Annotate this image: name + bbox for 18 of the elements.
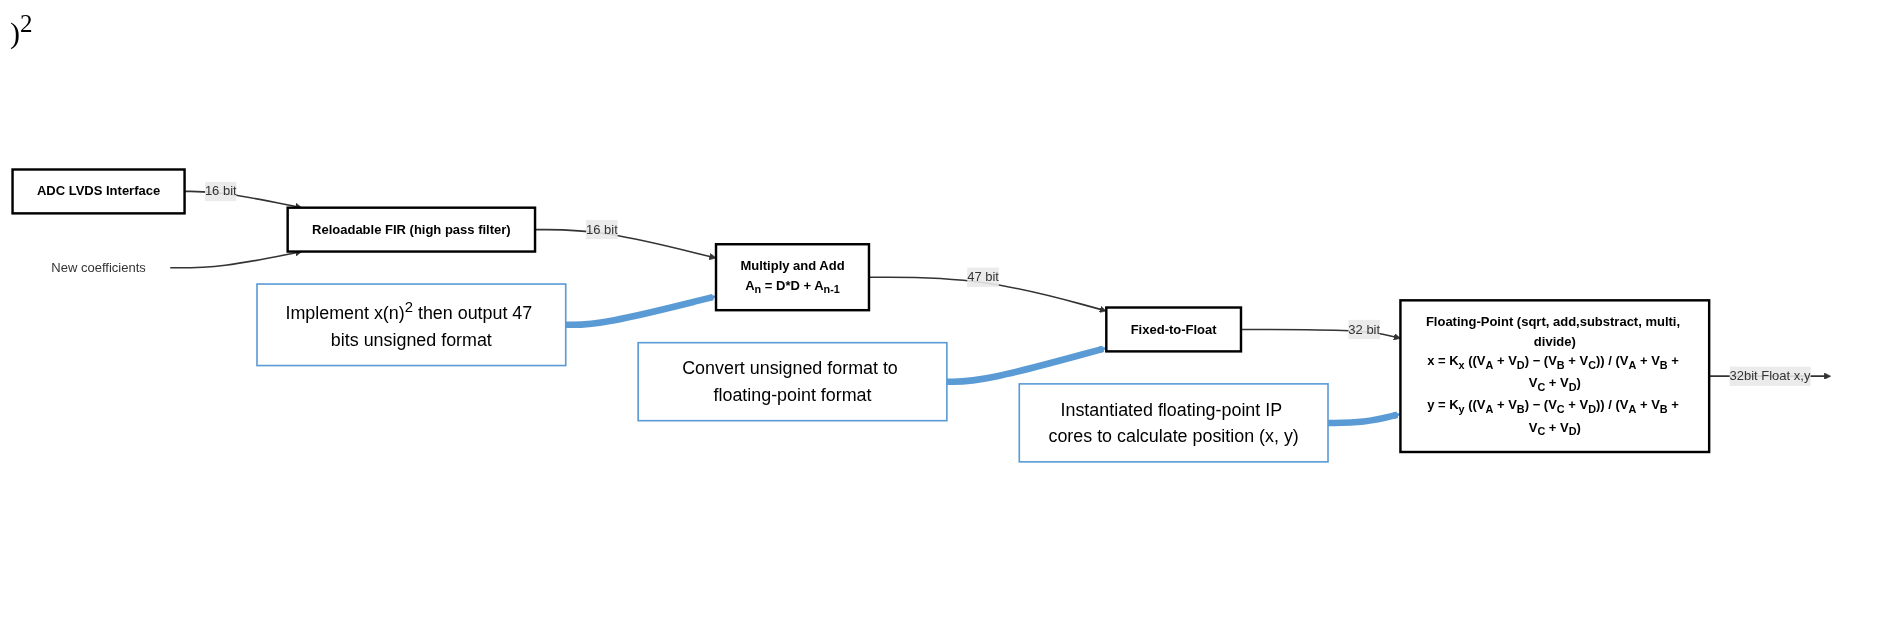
node-box: Convert unsigned format to floating-point format xyxy=(637,341,948,422)
edge-label: 32 bit xyxy=(1348,321,1381,336)
arrow xyxy=(1328,411,1401,426)
edge-label: 47 bit xyxy=(967,269,999,284)
node-box: Fixed-to-Float xyxy=(1105,306,1243,353)
arrow xyxy=(946,345,1107,385)
edge-label: 16 bit xyxy=(204,183,237,198)
edge-label: 32bit Float x,y xyxy=(1729,368,1811,383)
node-box: Implement x(n)$^{2}$ then output 47 bits unsigned format xyxy=(256,283,567,367)
node-text: New coefficients xyxy=(51,260,146,275)
node-box: Floating-Point (sqrt, add,substract, multi, divide) x = K$_{x}$ ((V$_{A}$ + V$_{D}$) − (V$_{B}$ + V$_{C}$)) / (V$_{A}$ + V$_{B}$ + V$_{C}$ + V$_{D}$) y = K$_{y}$ ((V$_{A}$ + V$_{B}$) − (V$_{C}$ + V$_{D}$)) / (V$_{A}$ + V$_{B}$ + V$_{C}$ + V$_{D}$) xyxy=(1399,298,1711,454)
node-box: ADC LVDS Interface xyxy=(11,168,186,215)
node-box: Reloadable FIR (high pass filter) xyxy=(286,206,537,253)
formula-fragment: )$^{2}$ xyxy=(10,16,33,49)
edge-label: 16 bit xyxy=(586,222,618,236)
node-box: Multiply and Add A$_{n}$ = D*D + A$_{n-1}$ xyxy=(714,242,871,312)
node-box: Instantiated floating-point IP cores to calculate position (x, y) xyxy=(1018,382,1329,463)
arrow xyxy=(565,293,717,328)
